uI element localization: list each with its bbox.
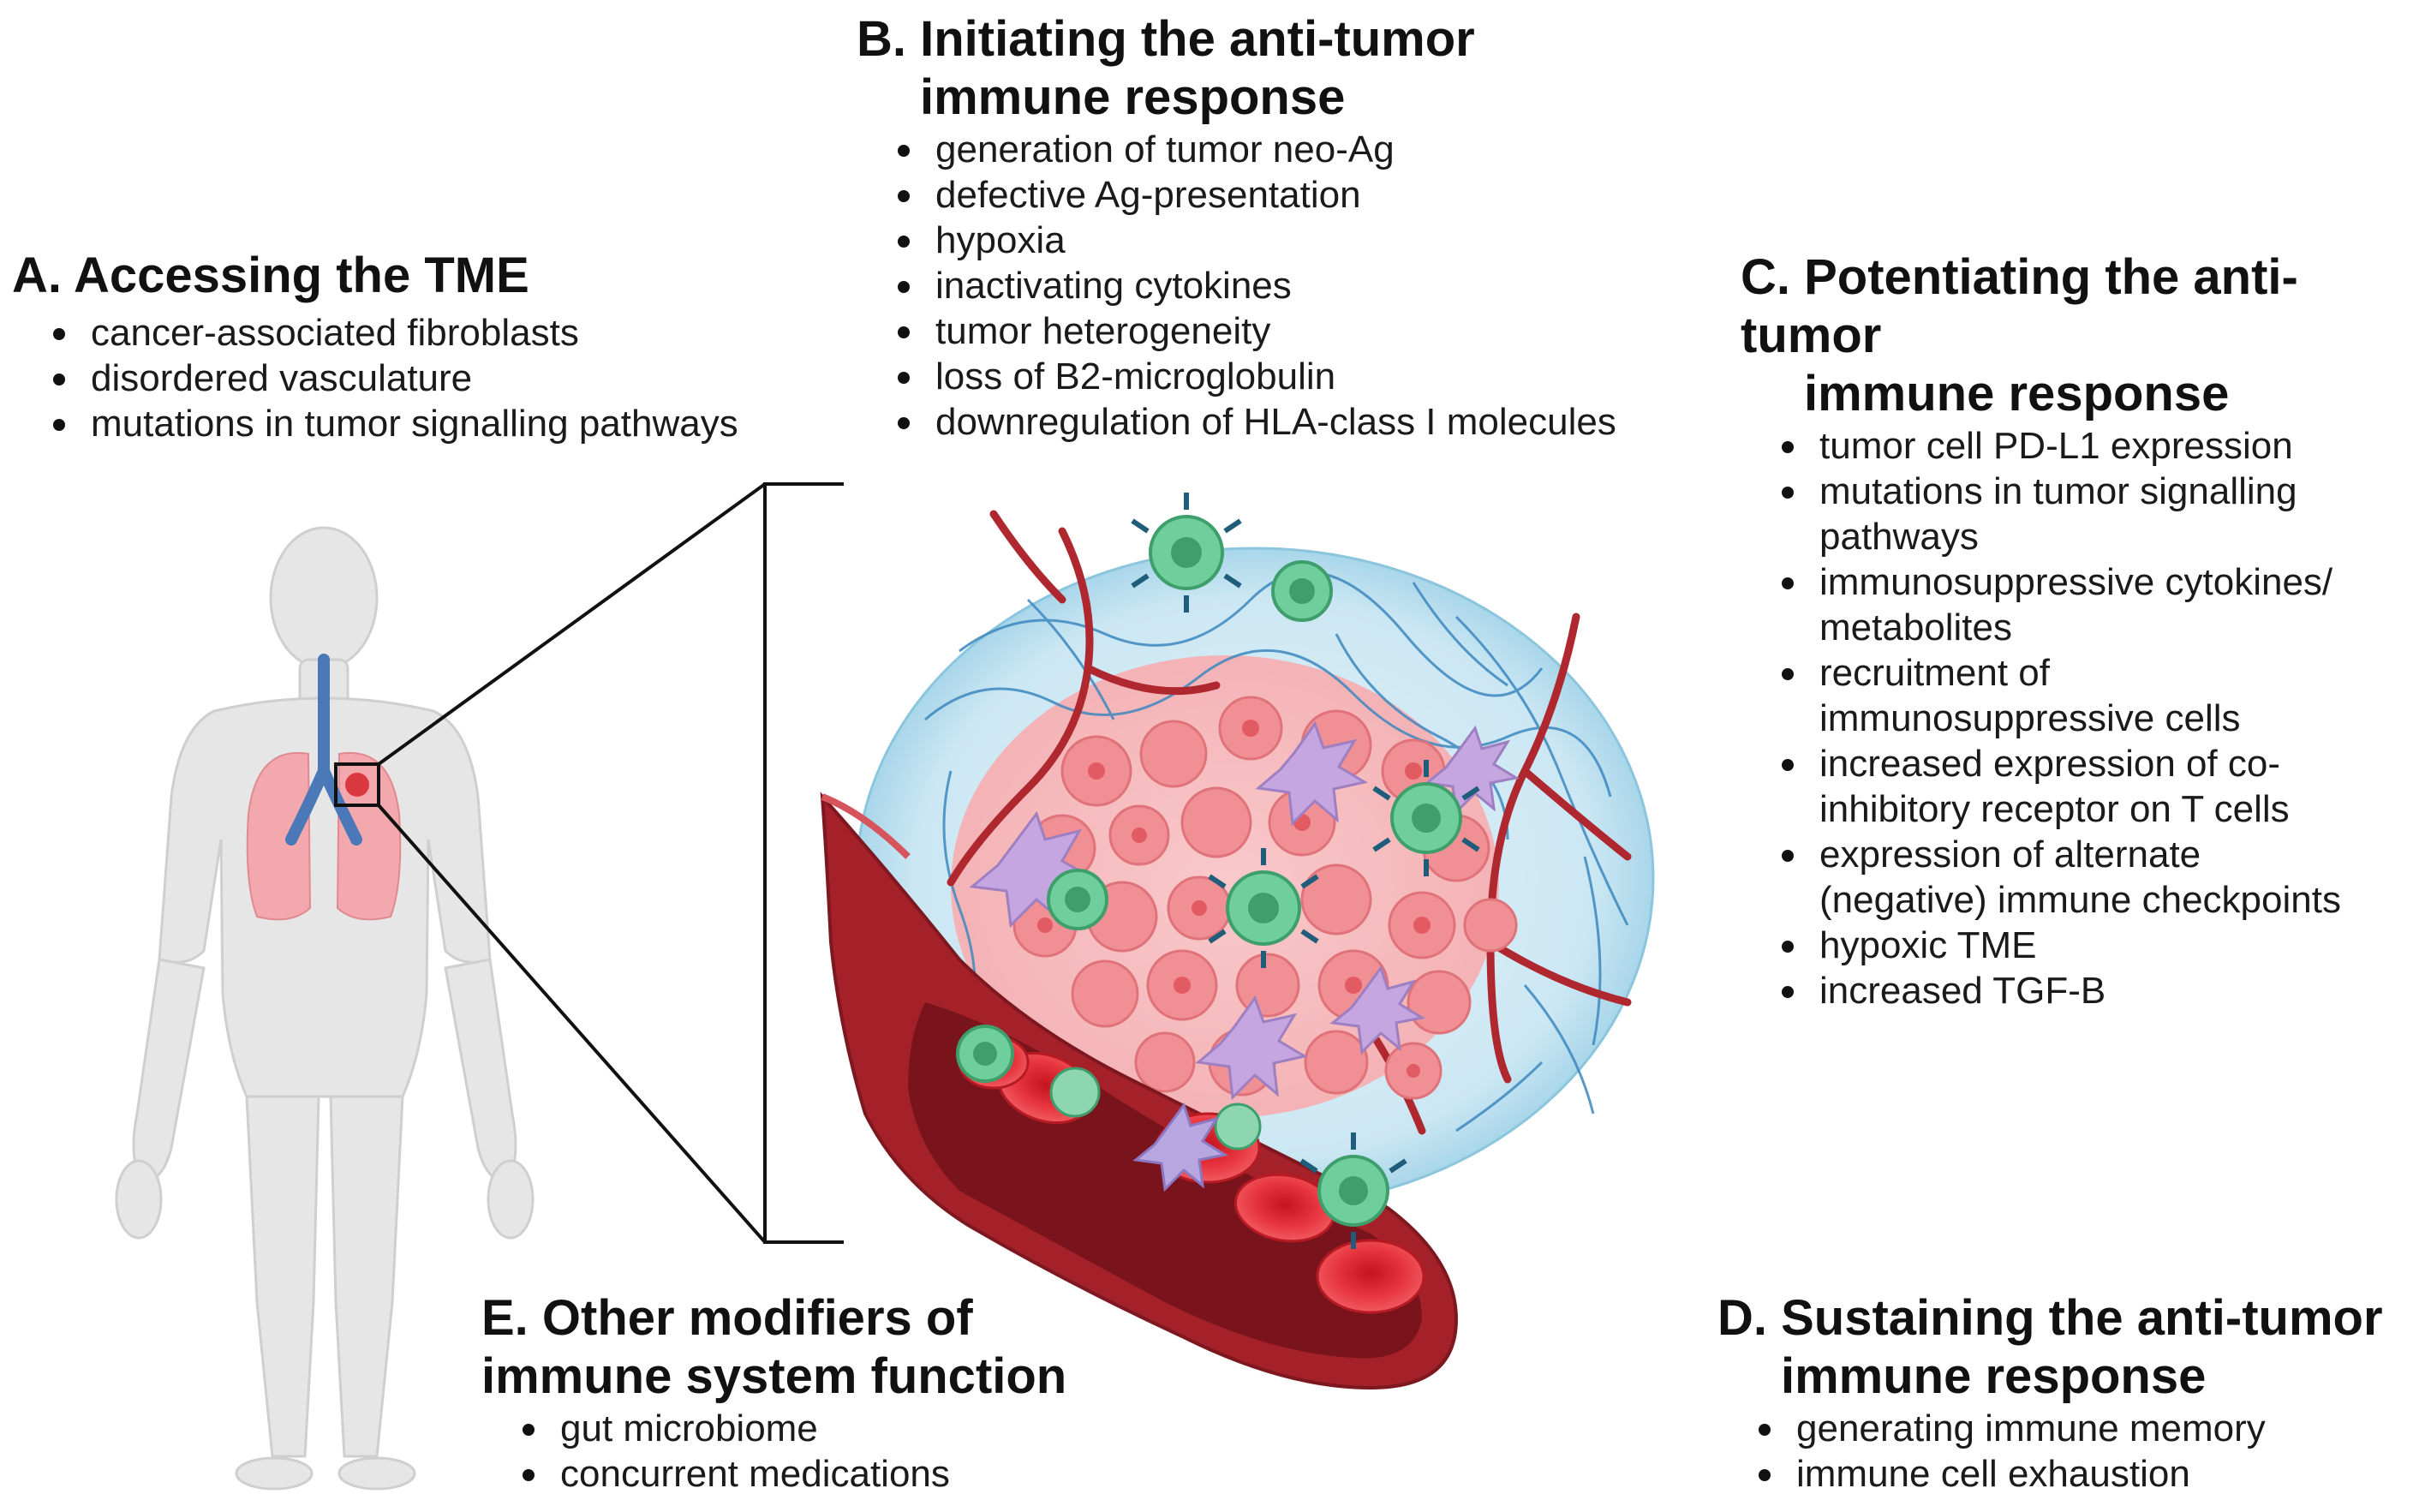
fibroblast-network [924,571,1629,1133]
section-d: D. Sustaining the anti-tumor immune resp… [1717,1289,2383,1497]
capillaries [947,510,1632,1135]
section-b-list: generation of tumor neo-Ag defective Ag-… [857,127,1616,445]
human-body-icon [115,526,535,1491]
list-item: immunosuppressive cytokines/ metabolites [1741,559,2374,650]
section-b-title-line2: immune response [920,69,1346,125]
section-c-list: tumor cell PD-L1 expression mutations in… [1741,423,2374,1013]
section-e: E. Other modifiers of immune system func… [481,1289,1066,1497]
dendritic-cells [969,720,1520,1101]
section-e-title-line1: E. Other modifiers of [481,1290,973,1346]
list-item: cancer-associated fibroblasts [12,310,738,356]
section-d-title-line2: immune response [1781,1348,2207,1404]
section-d-list: generating immune memory immune cell exh… [1717,1406,2383,1497]
list-item: tumor cell PD-L1 expression [1741,423,2374,469]
section-d-title: D. Sustaining the anti-tumor immune resp… [1717,1289,2383,1406]
section-e-list: gut microbiome concurrent medications [481,1406,1066,1497]
section-a-title: A. Accessing the TME [12,248,529,303]
list-item: recruitment of immunosuppressive cells [1741,650,2374,741]
section-b-title: B. Initiating the anti-tumor immune resp… [857,10,1616,127]
list-item: hypoxic TME [1741,923,2374,968]
list-item: hypoxia [857,218,1616,263]
section-a: A. Accessing the TME cancer-associated f… [12,247,738,446]
list-item: generation of tumor neo-Ag [857,127,1616,172]
section-b-title-line1: B. Initiating the anti-tumor [857,11,1475,67]
list-item: loss of B2-microglobulin [857,354,1616,399]
list-item: generating immune memory [1717,1406,2383,1451]
list-item: gut microbiome [481,1406,1066,1451]
list-item: increased expression of co-inhibitory re… [1741,741,2374,832]
section-d-title-line1: D. Sustaining the anti-tumor [1717,1290,2383,1346]
section-c: C. Potentiating the anti-tumor immune re… [1741,248,2426,1013]
list-item: tumor heterogeneity [857,308,1616,354]
list-item: increased TGF-B [1741,968,2374,1013]
list-item: immune cell exhaustion [1717,1451,2383,1497]
section-b: B. Initiating the anti-tumor immune resp… [857,10,1616,445]
section-e-title: E. Other modifiers of immune system func… [481,1289,1066,1406]
tumor-location-box [334,762,380,807]
section-c-title-line1: C. Potentiating the anti-tumor [1741,249,2298,363]
list-item: concurrent medications [481,1451,1066,1497]
section-a-list: cancer-associated fibroblasts disordered… [12,310,738,446]
list-item: mutations in tumor signalling pathways [12,401,738,446]
section-c-title-line2: immune response [1804,366,2230,421]
list-item: downregulation of HLA-class I molecules [857,399,1616,445]
list-item: inactivating cytokines [857,263,1616,308]
list-item: mutations in tumor signalling pathways [1741,469,2374,559]
zoom-callout [377,482,844,1244]
list-item: disordered vasculature [12,356,738,401]
section-c-title: C. Potentiating the anti-tumor immune re… [1741,248,2426,423]
vessel-immune-cells [956,1025,1407,1249]
list-item: expression of alternate (negative) immun… [1741,832,2374,923]
list-item: defective Ag-presentation [857,172,1616,218]
tumor-icon [345,773,369,797]
section-e-title-line2: immune system function [481,1348,1067,1404]
t-cells [1047,493,1480,968]
